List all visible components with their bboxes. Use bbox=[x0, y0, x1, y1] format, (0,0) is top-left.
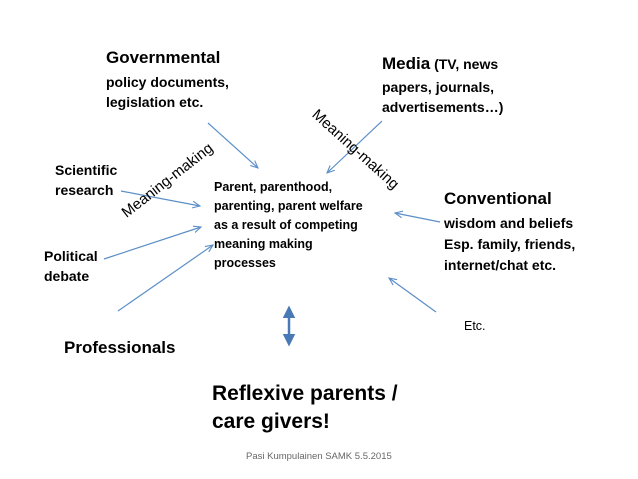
arrow-conventional bbox=[395, 213, 441, 223]
etc-label: Etc. bbox=[464, 319, 486, 333]
media-line-2: advertisements…) bbox=[382, 99, 504, 115]
reflexive-line-1: Reflexive parents / bbox=[212, 382, 398, 405]
media-line-1: papers, journals, bbox=[382, 79, 495, 95]
governmental-line-1: policy documents, bbox=[106, 74, 229, 90]
media-title-suffix: (TV, news bbox=[430, 56, 499, 72]
political-line-2: debate bbox=[44, 268, 90, 284]
arrow-scientific bbox=[120, 190, 200, 206]
media-title: Media bbox=[382, 54, 431, 73]
center-line-3: as a result of competing bbox=[214, 218, 358, 232]
conventional-line-2: Esp. family, friends, bbox=[444, 236, 576, 252]
center-line-5: processes bbox=[214, 256, 276, 270]
center-line-4: meaning making bbox=[214, 237, 313, 251]
arrow-media bbox=[327, 120, 383, 173]
governmental-line-2: legislation etc. bbox=[106, 94, 204, 110]
arrow-professionals bbox=[117, 245, 213, 312]
center-line-2: parenting, parent welfare bbox=[214, 199, 363, 213]
conventional-line-3: internet/chat etc. bbox=[444, 257, 557, 273]
media-heading: Media (TV, news bbox=[382, 54, 498, 75]
arrow-governmental bbox=[207, 122, 258, 168]
footer-credit: Pasi Kumpulainen SAMK 5.5.2015 bbox=[246, 451, 392, 462]
political-line-1: Political bbox=[44, 248, 98, 264]
conventional-title: Conventional bbox=[444, 189, 552, 208]
arrow-political bbox=[103, 227, 201, 260]
conventional-line-1: wisdom and beliefs bbox=[444, 215, 574, 231]
reflexive-line-2: care givers! bbox=[212, 410, 330, 433]
scientific-line-2: research bbox=[55, 182, 114, 198]
center-line-1: Parent, parenthood, bbox=[214, 180, 333, 194]
arrow-etc bbox=[389, 278, 437, 313]
scientific-line-1: Scientific bbox=[55, 162, 118, 178]
professionals-label: Professionals bbox=[64, 338, 176, 357]
governmental-title: Governmental bbox=[106, 48, 221, 67]
